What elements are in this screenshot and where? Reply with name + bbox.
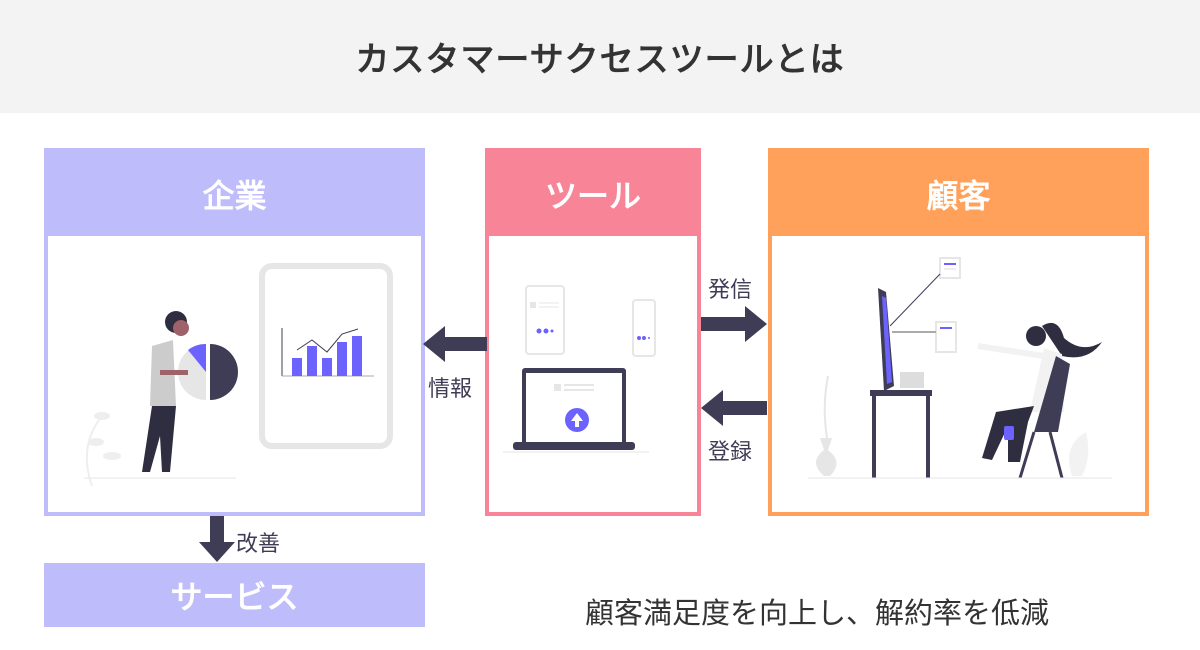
page-title: カスタマーサクセスツールとは [355,40,845,80]
summary-text: 顧客満足度を向上し、解約率を低減 [585,596,1050,630]
company-box: 企業 [44,148,425,516]
arrow-info-left [423,326,487,362]
service-box: サービス [44,563,425,627]
customer-box: 顧客 [768,148,1149,516]
improve-label: 改善 [236,532,281,557]
tool-illustration [503,285,656,453]
company-illustration [84,263,393,487]
tool-header: ツール [489,152,697,236]
company-header: 企業 [48,152,421,236]
arrow-send-right [701,306,767,342]
customer-header: 顧客 [772,152,1145,236]
arrow-improve-down [199,516,235,562]
customer-illustration [808,257,1112,479]
title-bar: カスタマーサクセスツールとは [0,0,1200,113]
info-label: 情報 [428,377,473,402]
register-label: 登録 [708,440,753,465]
send-label: 発信 [708,278,753,303]
arrow-register-left [701,390,767,426]
tool-box: ツール [485,148,701,516]
